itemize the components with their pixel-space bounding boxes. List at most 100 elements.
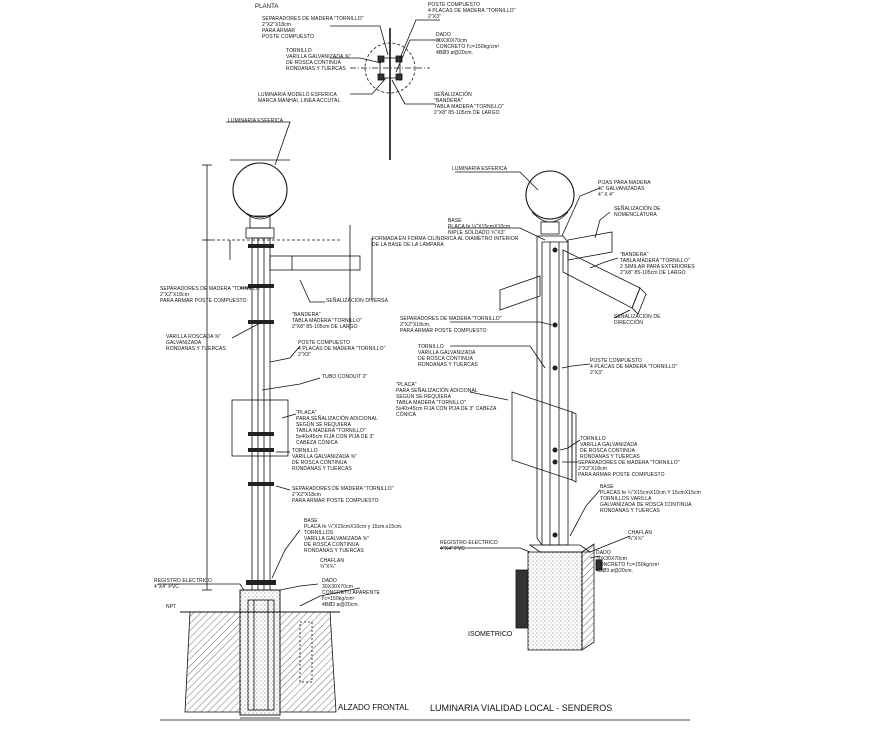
front-leader bbox=[231, 321, 263, 339]
front-poste-label: POSTE COMPUESTO 4 PLACAS DE MADERA "TORN… bbox=[298, 340, 386, 358]
plan-leader bbox=[395, 39, 440, 73]
front-conduit-label: TUBO CONDUIT 2" bbox=[322, 374, 368, 380]
front-registro-label: REGISTRO ELECTRICO 4"X4" PVC bbox=[154, 578, 212, 590]
iso-chaflan-mark bbox=[595, 559, 603, 571]
iso-leader bbox=[559, 439, 581, 451]
iso-sep-top-label: SEPARADORES DE MADERA "TORNILLO" 2"X2"X1… bbox=[400, 316, 502, 334]
plan-separadores-label: SEPARADORES DE MADERA "TORNILLO" 2"X2"X1… bbox=[262, 16, 364, 40]
front-leader bbox=[271, 529, 301, 579]
iso-dado-label: DADO 30X30X70cm CONCRETO f'c=150kg/cm² 4… bbox=[596, 550, 660, 574]
front-leader bbox=[299, 279, 325, 303]
front-dimension-box bbox=[299, 621, 313, 683]
iso-leader bbox=[589, 257, 619, 269]
iso-leader bbox=[455, 171, 539, 191]
iso-base-plate bbox=[528, 544, 592, 553]
iso-chaflan-label: CHAFLAN ¾"X¾" bbox=[628, 530, 653, 542]
iso-footing-side bbox=[581, 543, 595, 651]
iso-bandera-sign bbox=[499, 275, 541, 311]
iso-direccion-label: SEÑALIZACIÓN DE DIRECCIÓN bbox=[614, 314, 661, 326]
front-senal-diversa-label: SEÑALIZACIÓN DIVERSA bbox=[326, 298, 389, 304]
front-chaflan-label: CHAFLAN ¾"X¾" bbox=[320, 558, 345, 570]
front-lamp-neck bbox=[239, 207, 281, 220]
front-varilla-label: VARILLA ROSCADA ⅜" GALVANIZADA RONDANAS … bbox=[166, 334, 226, 352]
iso-tornillo-low-label: TORNILLO VARILLA GALVANIZADA DE ROSCA CO… bbox=[580, 436, 640, 460]
iso-sep-low-label: SEPARADORES DE MADERA "TORNILLO" 2"X2"X1… bbox=[578, 460, 680, 478]
iso-forma-label: FORMADA EN FORMA CILÍNDRICA AL DIÁMETRO … bbox=[372, 236, 519, 248]
front-placa-sign bbox=[231, 399, 289, 457]
front-leader bbox=[279, 583, 319, 591]
front-leader bbox=[281, 413, 297, 419]
front-luminaria-label: LUMINARIA ESFERICA bbox=[228, 118, 284, 124]
iso-base-label: BASE PLACA fe ¼"X15cmX10cm NIPLE SOLDADO… bbox=[448, 218, 511, 236]
plan-leader bbox=[391, 79, 435, 105]
iso-registro-label: REGISTRO ELECTRICO 4"X4" PVC bbox=[440, 540, 498, 552]
plan-leader bbox=[330, 57, 382, 64]
plan-bolt bbox=[395, 73, 403, 81]
iso-direction-sign-end bbox=[631, 287, 647, 315]
front-base-label: BASE PLACA fe ¼"X15cmX10cm y 15cm.x15cm.… bbox=[304, 518, 403, 554]
iso-lamp-sphere bbox=[525, 170, 575, 220]
front-lamp-plate bbox=[245, 227, 275, 239]
plan-dado-label: DADO 30X30X70cm CONCRETO f'c=150kg/cm² 4… bbox=[436, 32, 500, 56]
iso-bandera-label: "BANDERA" TABLA MADERA "TORNILLO" 2 SIMI… bbox=[620, 252, 695, 276]
plan-leader bbox=[330, 25, 389, 56]
front-leader bbox=[269, 345, 301, 363]
plan-luminaria-label: LUMINARIA MODELO ESFERICA MARCA MANHAI, … bbox=[258, 92, 341, 104]
plan-senal-label: SEÑALIZACIÓN "BANDERA" TABLA MADERA "TOR… bbox=[434, 92, 504, 116]
front-dado-label: DADO 30X30X70cm CONCRETO APARENTE f'c=15… bbox=[322, 578, 380, 608]
front-leader bbox=[226, 121, 291, 166]
iso-leader bbox=[561, 187, 601, 237]
front-caption: ALZADO FRONTAL bbox=[338, 703, 409, 712]
iso-leader bbox=[450, 321, 553, 326]
iso-leader bbox=[589, 555, 601, 559]
iso-leader bbox=[561, 363, 591, 369]
iso-placa-label: "PLACA" PARA SEÑALIZACIÓN ADICIONAL SEGÚ… bbox=[396, 382, 497, 418]
plan-poste-label: POSTE COMPUESTO 4 PLACAS DE MADERA "TORN… bbox=[428, 2, 516, 20]
front-elevation bbox=[158, 121, 373, 719]
front-footing-concrete bbox=[239, 589, 281, 716]
front-rebar-cage bbox=[247, 599, 275, 711]
plan-view bbox=[330, 19, 440, 160]
plan-leader bbox=[350, 77, 387, 95]
iso-caption: ISOMETRICO bbox=[468, 631, 513, 638]
plan-lamp-circle bbox=[364, 42, 416, 94]
iso-leader bbox=[569, 489, 601, 537]
front-leader bbox=[275, 485, 291, 491]
front-placa-label: "PLACA" PARA SEÑALIZACIÓN ADICIONAL SEGÚ… bbox=[296, 410, 378, 446]
iso-leader bbox=[448, 227, 546, 241]
plan-bolt bbox=[377, 55, 385, 63]
front-npt-label: NPT bbox=[166, 604, 177, 610]
iso-nomenclatura-label: SEÑALIZACIÓN DE NOMENCLATURA bbox=[614, 206, 661, 218]
iso-leader bbox=[450, 345, 546, 369]
main-title: LUMINARIA VIALIDAD LOCAL - SENDEROS bbox=[430, 703, 613, 713]
front-tornillo-label: TORNILLO VARILLA GALVANIZADA ⅜" DE ROSCA… bbox=[292, 448, 357, 472]
front-sep-low-label: SEPARADORES DE MADERA "TORNILLO" 2"X2"X1… bbox=[292, 486, 394, 504]
front-lamp-sphere bbox=[232, 162, 288, 218]
iso-bolts bbox=[552, 247, 558, 538]
plan-leader bbox=[399, 19, 440, 59]
iso-leader bbox=[594, 211, 611, 239]
iso-leader bbox=[613, 309, 631, 319]
iso-base-low-label: BASE PLACAS fe ¼"X15cmX10cm Y 15cmX15cm … bbox=[600, 484, 701, 514]
plan-title: PLANTA bbox=[255, 4, 279, 10]
iso-view bbox=[440, 170, 647, 651]
iso-footing-front bbox=[527, 551, 583, 651]
iso-tornillo-top-label: TORNILLO VARILLA GALVANIZADA DE ROSCA CO… bbox=[418, 344, 478, 368]
front-leader bbox=[261, 377, 321, 391]
front-leader bbox=[299, 587, 361, 607]
plan-tornillo-label: TORNILLO VARILLA GALVANIZADA ⅜" DE ROSCA… bbox=[286, 48, 351, 72]
iso-lamp-neck bbox=[531, 211, 569, 223]
front-sep-top-label: SEPARADORES DE MADERA "TORNILLO" 2"X2"X1… bbox=[160, 286, 262, 304]
iso-registro bbox=[515, 569, 529, 629]
iso-pijas-label: PIJAS PARA MADERA ⅜" GALVANIZADAS 4" X 4… bbox=[598, 180, 651, 198]
iso-lamp-base bbox=[540, 221, 560, 235]
iso-leader bbox=[440, 547, 531, 553]
iso-poste-label: POSTE COMPUESTO 4 PLACAS DE MADERA "TORN… bbox=[590, 358, 678, 376]
iso-placa-edge bbox=[571, 411, 577, 483]
front-bandera-sign bbox=[269, 255, 361, 271]
front-bandera-label: "BANDERA" TABLA MADERA "TORNILLO" 2"X8" … bbox=[292, 312, 362, 330]
iso-nomenclature-sign bbox=[567, 231, 613, 261]
iso-leader bbox=[589, 535, 631, 553]
plan-bolt bbox=[377, 73, 385, 81]
